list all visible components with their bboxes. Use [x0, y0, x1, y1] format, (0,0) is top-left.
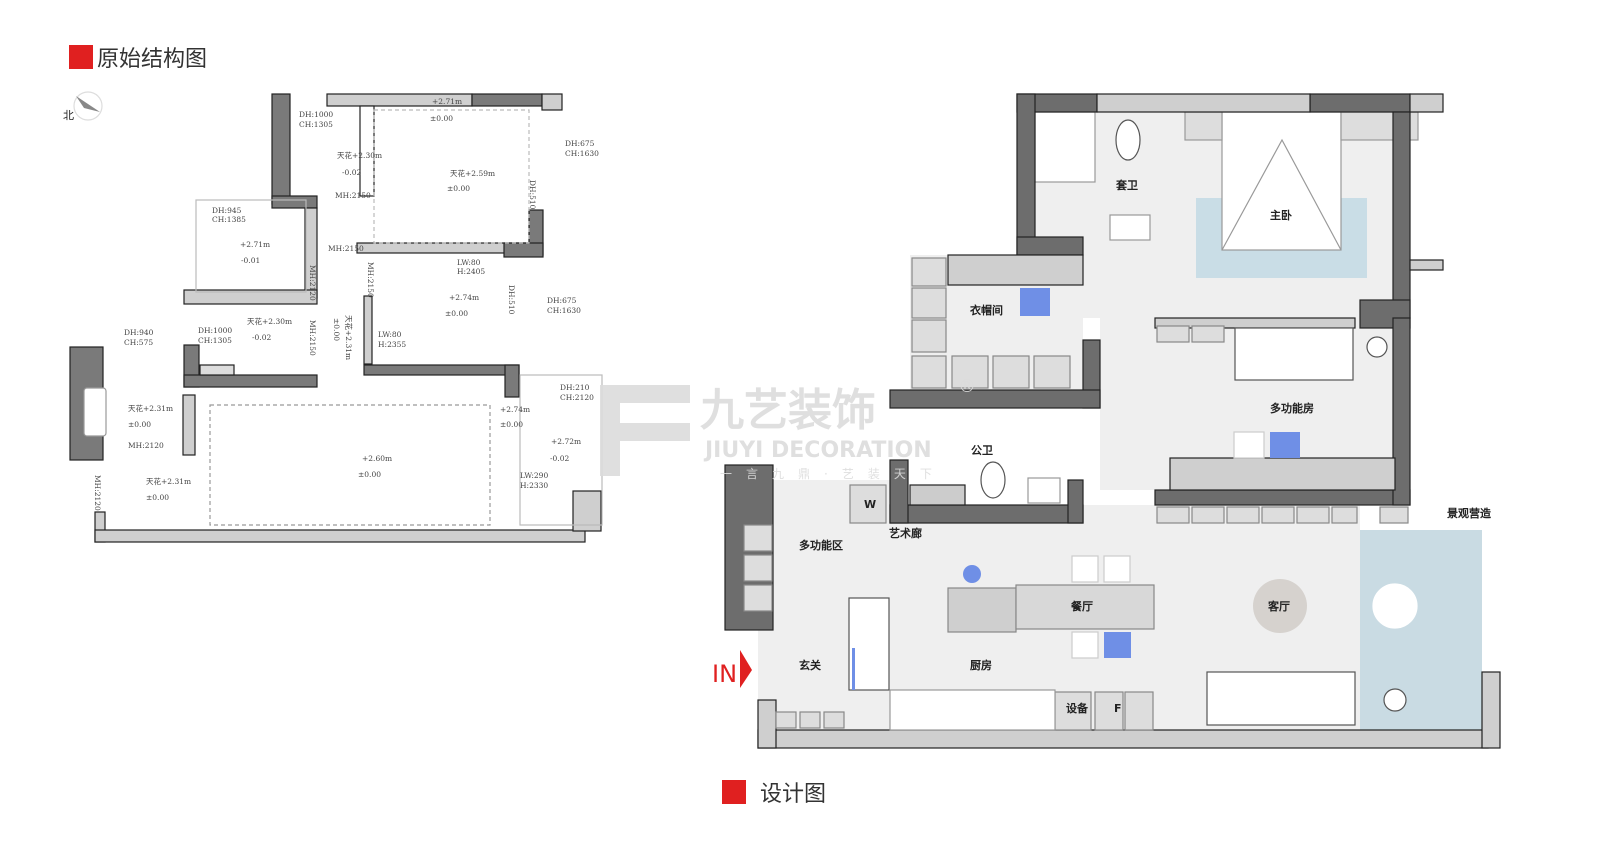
room-label-walk-in-closet: 衣帽间	[970, 303, 1003, 317]
annotation: +2.72m	[551, 437, 581, 446]
annotation: 天花+2.31m	[344, 315, 354, 360]
room-label-living: 客厅	[1267, 599, 1290, 613]
room-label-master-bath: 套卫	[1116, 178, 1138, 192]
design-plan-title-text: 设计图	[760, 782, 827, 807]
original-plan-title-text: 原始结构图	[97, 47, 208, 72]
annotation: MH:2120	[93, 475, 102, 511]
annotation: MH:2150	[366, 262, 375, 298]
annotation: ±0.00	[430, 114, 453, 123]
room-label-foyer: 玄关	[799, 658, 821, 672]
watermark: 九艺装饰 JIUYI DECORATION 一言九鼎·艺装天下 ®	[600, 376, 976, 481]
annotation: DH:675	[547, 296, 577, 305]
red-square-icon	[69, 45, 93, 69]
annotation: ±0.00	[500, 420, 523, 429]
original-plan: 北	[63, 91, 603, 543]
original-annotations: DH:1000 CH:1305 天花+2.30m -0.02 MH:2150 +…	[93, 97, 599, 511]
entry-label: IN	[712, 660, 737, 688]
annotation: +2.71m	[432, 97, 462, 106]
annotation: DH:1000	[299, 110, 333, 119]
sofa-bed	[1234, 327, 1354, 381]
annotation: DH:940	[124, 328, 154, 337]
annotation: MH:2150	[328, 244, 364, 253]
north-compass	[73, 91, 103, 121]
annotation: LW:80	[378, 330, 402, 339]
design-plan	[724, 93, 1501, 749]
annotation: ±0.00	[146, 493, 169, 502]
annotation: -0.02	[342, 168, 361, 177]
watermark-registered: ®	[958, 376, 976, 397]
blue-markers	[963, 288, 1300, 658]
annotation: CH:2120	[560, 393, 594, 402]
kitchen-island	[947, 587, 1017, 633]
annotation: DH:510	[528, 180, 537, 210]
annotation: +2.60m	[362, 454, 392, 463]
annotation: ±0.00	[332, 318, 341, 341]
annotation: 天花+2.31m	[146, 476, 191, 486]
annotation: 天花+2.31m	[128, 403, 173, 413]
room-label-multi-room: 多功能房	[1270, 401, 1314, 415]
annotation: ±0.00	[358, 470, 381, 479]
fridge-label: F	[1114, 702, 1122, 715]
room-label-landscape: 景观营造	[1446, 506, 1492, 520]
watermark-slogan: 一言九鼎·艺装天下	[720, 467, 946, 481]
sofa	[1206, 671, 1356, 726]
annotation: DH:945	[212, 206, 242, 215]
annotation: CH:1305	[299, 120, 333, 129]
room-label-kitchen: 厨房	[970, 658, 992, 672]
watermark-english: JIUYI DECORATION	[703, 438, 932, 463]
room-label-multi-area: 多功能区	[799, 538, 843, 552]
annotation: CH:1630	[547, 306, 581, 315]
annotation: 天花+2.59m	[450, 168, 495, 178]
annotation: ±0.00	[447, 184, 470, 193]
room-label-art-corridor: 艺术廊	[889, 526, 922, 540]
annotation: LW:80	[457, 258, 481, 267]
coffee-table	[1253, 579, 1307, 633]
annotation: 天花+2.30m	[247, 316, 292, 326]
annotation: CH:1305	[198, 336, 232, 345]
wardrobe-cabinets	[743, 257, 1409, 731]
annotation: DH:1000	[198, 326, 232, 335]
annotation: DH:675	[565, 139, 595, 148]
annotation: H:2330	[520, 481, 548, 490]
annotation: DH:510	[507, 285, 516, 315]
annotation: CH:1385	[212, 215, 246, 224]
watermark-brand: 九艺装饰	[700, 385, 876, 436]
room-label-public-bath: 公卫	[971, 444, 993, 457]
annotation: MH:2120	[128, 441, 164, 450]
design-plan-title: 设计图	[722, 776, 826, 808]
annotation: H:2355	[378, 340, 406, 349]
annotation: +2.74m	[500, 405, 530, 414]
annotation: -0.01	[241, 256, 260, 265]
equipment-label: 设备	[1066, 701, 1089, 715]
red-square-icon	[722, 780, 746, 804]
annotation: ±0.00	[445, 309, 468, 318]
north-label: 北	[63, 109, 74, 122]
annotation: DH:210	[560, 383, 590, 392]
room-label-dining: 餐厅	[1070, 599, 1093, 613]
design-labels: 套卫 主卧 衣帽间 多功能房 公卫 艺术廊 多功能区 餐厅 客厅 玄关 厨房 景…	[712, 178, 1492, 715]
annotation: MH:2150	[335, 191, 371, 200]
bed	[1221, 111, 1342, 251]
annotation: H:2405	[457, 267, 485, 276]
annotation: LW:290	[520, 471, 548, 480]
annotation: -0.02	[550, 454, 569, 463]
watermark-logo	[600, 385, 690, 476]
washer-label: W	[864, 498, 876, 511]
annotation: +2.74m	[449, 293, 479, 302]
annotation: ±0.00	[128, 420, 151, 429]
annotation: CH:1630	[565, 149, 599, 158]
room-label-master-bedroom: 主卧	[1270, 208, 1292, 222]
annotation: -0.02	[252, 333, 271, 342]
entry-arrow-icon	[740, 650, 752, 688]
annotation: MH:2120	[308, 265, 317, 301]
annotation: MH:2150	[308, 320, 317, 356]
annotation: +2.71m	[240, 240, 270, 249]
balcony	[1360, 530, 1482, 730]
dining-table	[1015, 584, 1155, 630]
annotation: CH:575	[124, 338, 153, 347]
annotation: 天花+2.30m	[337, 150, 382, 160]
original-plan-title: 原始结构图	[69, 41, 207, 73]
